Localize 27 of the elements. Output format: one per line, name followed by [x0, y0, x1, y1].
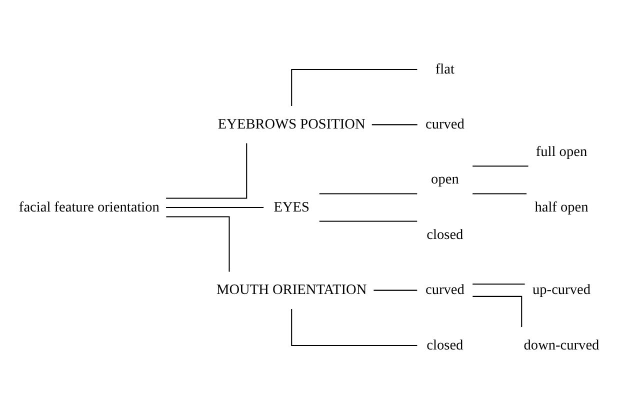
- connector: [472, 295, 522, 326]
- connector: [166, 206, 264, 208]
- connector: [291, 68, 418, 106]
- node-text: curved: [426, 282, 464, 298]
- node-text: facial feature orientation: [18, 198, 160, 215]
- node-text: full open: [536, 144, 588, 160]
- connector: [291, 308, 418, 346]
- connector: [374, 289, 418, 290]
- node-text: closed: [426, 336, 464, 353]
- connector: [166, 142, 248, 198]
- node-text: down-curved: [524, 336, 600, 353]
- node-text: EYEBROWS POSITION: [218, 116, 366, 132]
- node-text: MOUTH ORIENTATION: [216, 282, 367, 298]
- connector: [372, 124, 418, 125]
- connector: [472, 165, 528, 166]
- connector: [472, 283, 525, 284]
- connector: [472, 192, 527, 194]
- connector: [319, 220, 418, 222]
- node-text: open: [431, 171, 459, 188]
- node-text: curved: [426, 116, 464, 132]
- node-text: half open: [534, 198, 588, 215]
- node-text: closed: [426, 226, 464, 242]
- node-text: up-curved: [532, 282, 590, 298]
- node-text: flat: [435, 60, 454, 77]
- connector: [319, 192, 418, 194]
- node-text: EYES: [274, 198, 310, 215]
- connector: [166, 216, 230, 272]
